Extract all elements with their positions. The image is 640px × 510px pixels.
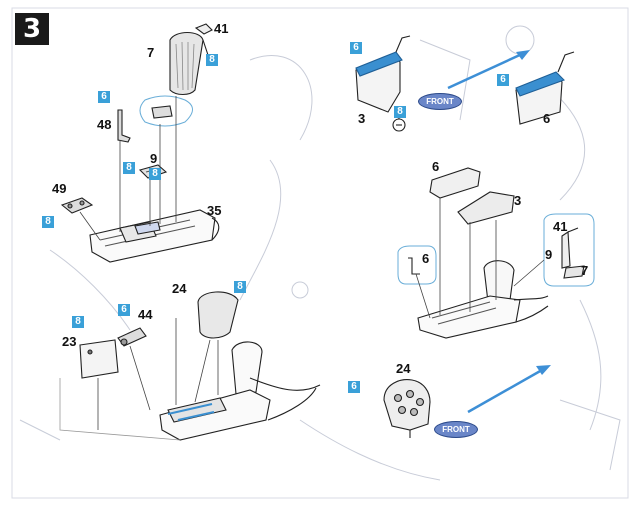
front-arrow-bottom — [467, 368, 543, 414]
color-callout-6-p44: 6 — [118, 304, 130, 316]
color-callout-8-p49: 8 — [42, 216, 54, 228]
part-3-detail — [355, 35, 411, 132]
part-label-48: 48 — [97, 117, 112, 132]
color-callout-8-p23: 8 — [72, 316, 84, 328]
part-label-41-right: 41 — [553, 219, 568, 234]
seat-assembly-bottom — [59, 291, 321, 441]
part-label-24-right: 24 — [396, 361, 411, 376]
part-label-49: 49 — [52, 181, 67, 196]
color-callout-6-p48: 6 — [98, 91, 110, 103]
part-label-9-right: 9 — [545, 247, 553, 262]
front-label-top: FRONT — [418, 93, 462, 110]
color-callout-6-top-right: 6 — [497, 74, 509, 86]
cockpit-assembly-right — [397, 167, 595, 339]
part-label-3-mid: 3 — [514, 193, 522, 208]
color-callout-8-p24: 8 — [234, 281, 246, 293]
part-label-6: 6 — [543, 111, 551, 126]
part-6-detail — [515, 51, 575, 125]
part-label-41: 41 — [214, 21, 229, 36]
part-label-7-right: 7 — [581, 263, 589, 278]
part-label-9: 9 — [150, 151, 158, 166]
front-arrow-bottom-head — [536, 365, 551, 375]
step-number: 3 — [15, 13, 49, 45]
color-callout-8-p9: 8 — [149, 168, 161, 180]
front-arrow-top — [447, 52, 523, 90]
color-callout-6-top-left: 6 — [350, 42, 362, 54]
part-label-24: 24 — [172, 281, 187, 296]
part-label-35: 35 — [207, 203, 222, 218]
color-callout-6-panel: 6 — [348, 381, 360, 393]
color-callout-8-seatback: 8 — [206, 54, 218, 66]
instrument-panel-24 — [383, 379, 431, 438]
part-label-23: 23 — [62, 334, 77, 349]
page-frame — [11, 7, 629, 499]
part-label-6-detail: 6 — [422, 251, 430, 266]
part-label-3: 3 — [358, 111, 366, 126]
front-arrow-top-head — [516, 50, 530, 60]
part-label-44: 44 — [138, 307, 153, 322]
front-label-bottom: FRONT — [434, 421, 478, 438]
part-label-7: 7 — [147, 45, 155, 60]
color-callout-8-p48: 8 — [123, 162, 135, 174]
part-label-6-mid: 6 — [432, 159, 440, 174]
color-callout-8-p3: 8 — [394, 106, 406, 118]
